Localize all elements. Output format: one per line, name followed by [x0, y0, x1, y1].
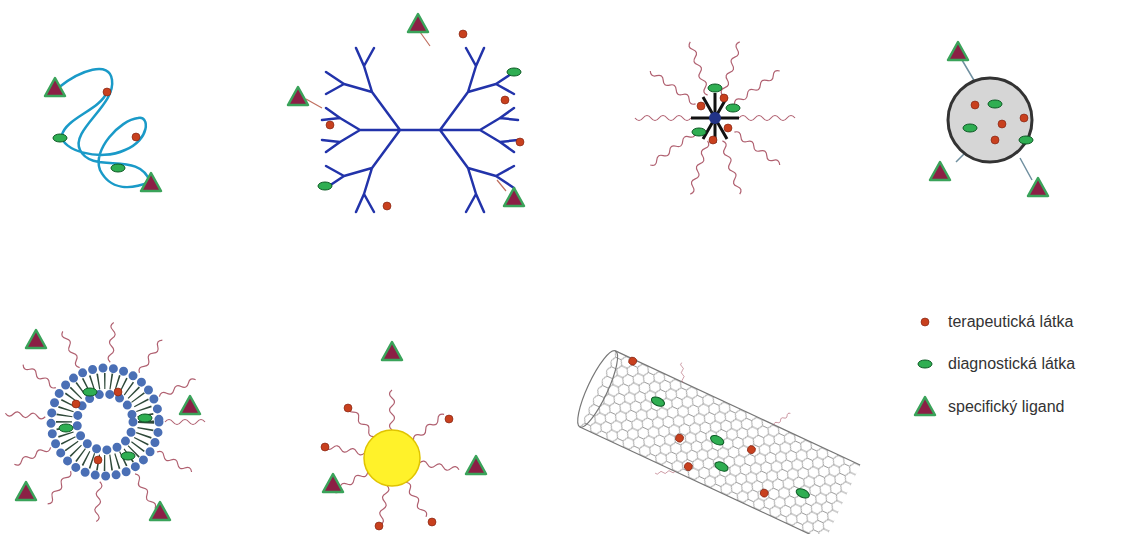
polymer-conjugate — [45, 69, 161, 191]
legend-entry: terapeutická látka — [912, 310, 1073, 334]
liposome — [5, 322, 205, 522]
legend-symbol — [912, 395, 938, 419]
legend-symbol — [912, 352, 938, 376]
dendrimer — [288, 14, 524, 212]
gold-nanoparticle — [321, 342, 486, 530]
legend-symbol-shape — [921, 318, 929, 326]
legend-symbol-shape — [918, 360, 932, 368]
legend-entry: specifický ligand — [912, 395, 1065, 419]
legend-symbol — [912, 310, 938, 334]
legend-symbol-shape — [915, 397, 935, 415]
carbon-nanotube — [566, 330, 868, 534]
legend-label: specifický ligand — [948, 398, 1065, 416]
star-polymer — [635, 41, 795, 195]
legend-label: diagnostická látka — [948, 355, 1075, 373]
legend-entry: diagnostická látka — [912, 352, 1075, 376]
legend-label: terapeutická látka — [948, 313, 1073, 331]
polymer-nanoparticle — [930, 42, 1048, 196]
